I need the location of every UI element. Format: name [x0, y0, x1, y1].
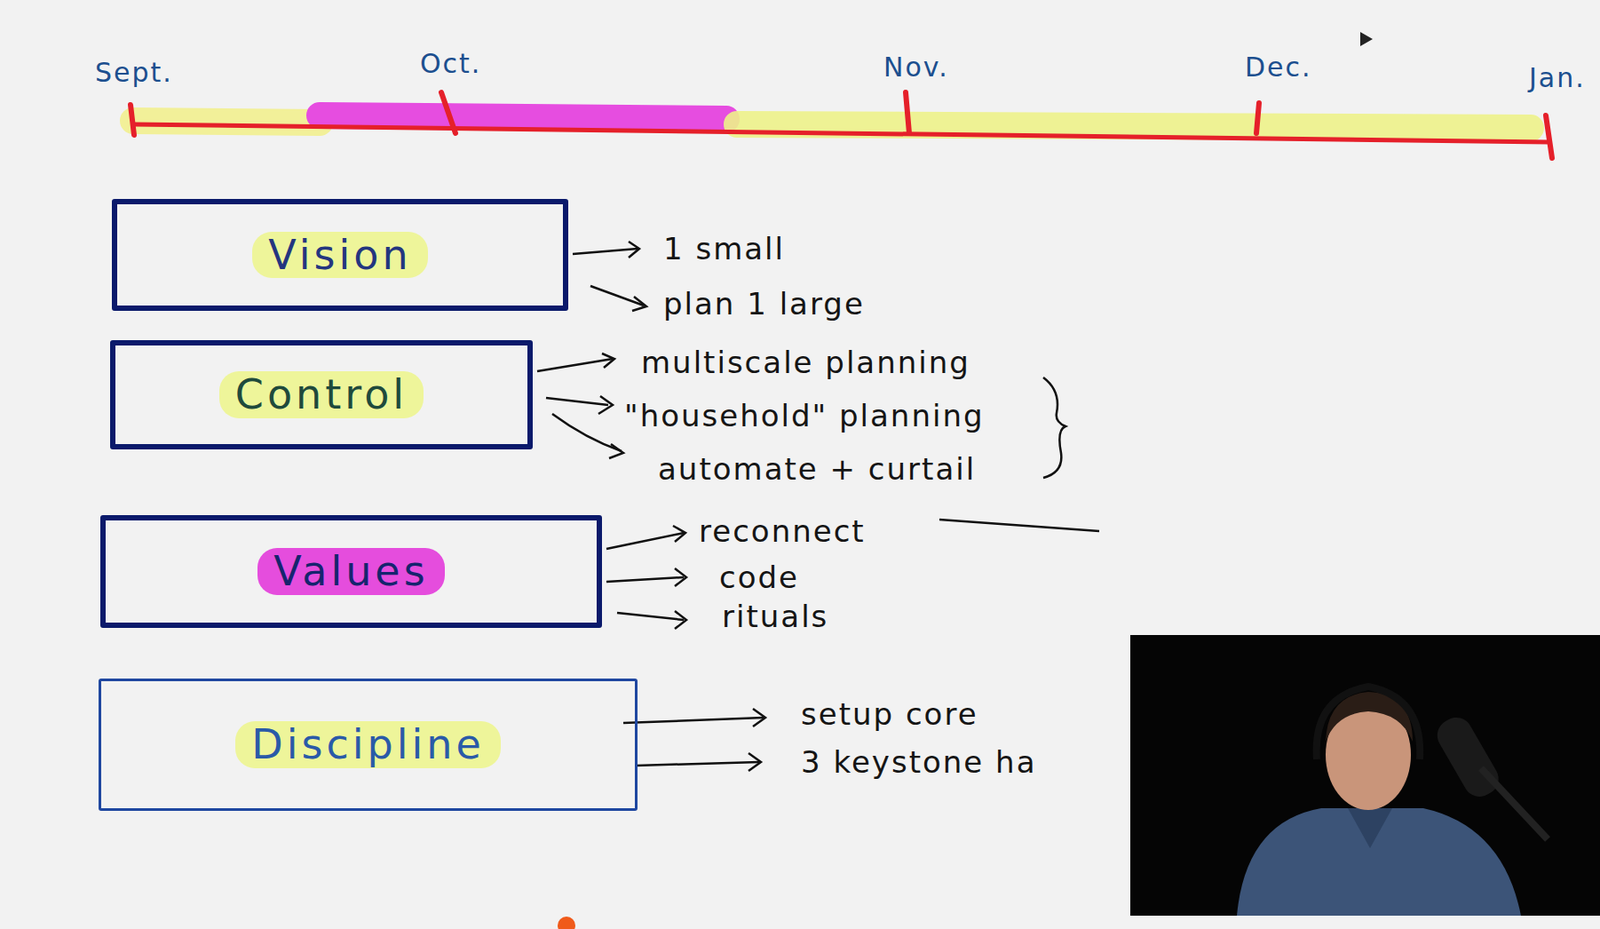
note-text: automate + curtail	[657, 449, 976, 489]
pillar-box: Discipline	[98, 678, 638, 811]
pillar-title: Discipline	[235, 720, 500, 769]
month-label: Dec.	[1244, 47, 1313, 88]
play-icon	[1360, 31, 1373, 47]
note-text: 3 keystone ha	[800, 742, 1037, 782]
month-label: Nov.	[883, 47, 950, 88]
month-label: Oct.	[419, 44, 482, 84]
leader-arrows	[537, 241, 1100, 771]
timeline-ticks	[130, 92, 1553, 159]
pillar-box: Values	[100, 514, 602, 628]
note-text: reconnect	[698, 511, 866, 551]
note-text: rituals	[721, 596, 829, 636]
timeline	[133, 124, 1550, 143]
highlight	[736, 124, 1531, 128]
note-text: setup core	[800, 694, 979, 734]
note-text: code	[719, 557, 800, 597]
note-text: multiscale planning	[641, 342, 971, 382]
pillar-title: Vision	[252, 231, 428, 279]
progress-dot	[557, 916, 576, 929]
note-text: "household" planning	[624, 396, 985, 436]
highlight	[319, 115, 727, 119]
note-text: 1 small	[663, 229, 785, 269]
month-label: Jan.	[1528, 58, 1586, 98]
note-text: plan 1 large	[663, 284, 865, 324]
video-overlay	[1130, 634, 1600, 916]
pillar-box: Vision	[111, 198, 569, 311]
highlight	[133, 120, 320, 123]
pillar-title: Control	[219, 371, 424, 419]
month-label: Sept.	[95, 53, 174, 93]
pillar-box: Control	[110, 340, 533, 450]
pillar-title: Values	[257, 547, 444, 595]
